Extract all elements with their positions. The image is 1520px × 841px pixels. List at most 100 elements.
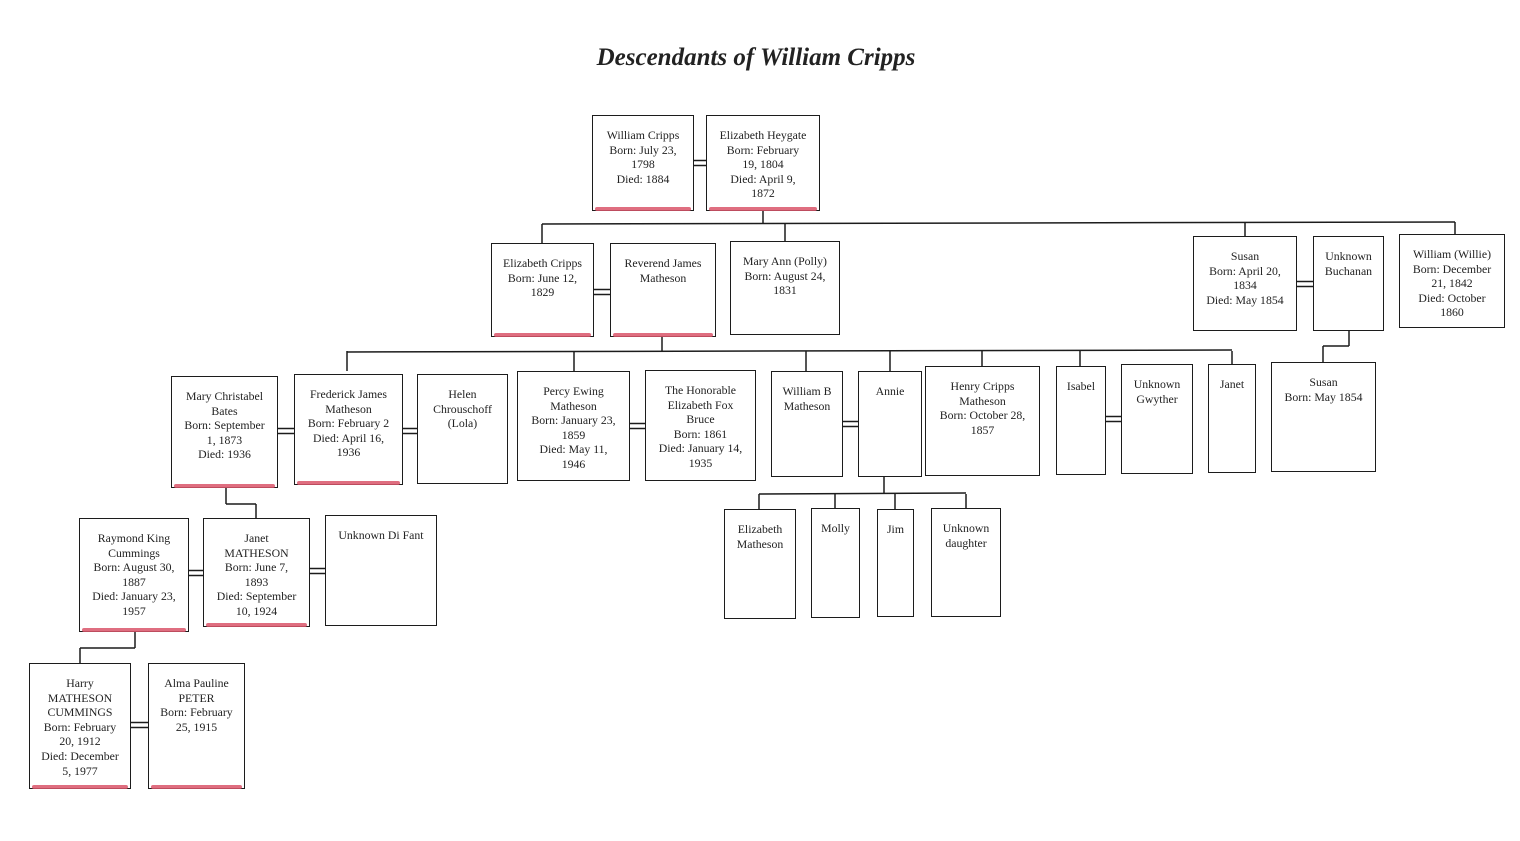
person-text-line: Reverend James: [624, 256, 702, 270]
person-text-line: Elizabeth Cripps: [503, 256, 582, 270]
person-text-line: Unknown: [942, 521, 990, 535]
person-text-line: Mary Christabel: [186, 389, 263, 403]
person-text-line: Born: June 12,: [507, 270, 578, 285]
person-text-line: Matheson: [959, 393, 1006, 408]
person-text-line: Matheson: [325, 401, 372, 416]
person-text-line: Born: September: [184, 418, 265, 433]
person-text-line: 20, 1912: [59, 734, 101, 749]
person-text-line: 5, 1977: [62, 763, 98, 778]
person-text-line: 1831: [773, 283, 797, 298]
person-box-janet-sibling[interactable]: Janet: [1208, 364, 1256, 473]
person-text-line: Susan: [1309, 375, 1338, 389]
connector-line: [758, 492, 967, 495]
person-text-line: Unknown: [1133, 377, 1181, 391]
person-text-line: MATHESON: [47, 690, 113, 705]
person-text-line: Died: October: [1418, 290, 1486, 305]
person-box-annie[interactable]: Annie: [858, 371, 922, 477]
person-text-line: Born: February: [726, 142, 800, 157]
person-text-line: William B: [782, 384, 832, 398]
person-text-line: Born: 1861: [673, 426, 728, 441]
person-text-line: 1859: [561, 427, 586, 442]
person-text-line: Born: February: [160, 705, 233, 720]
person-text-line: Elizabeth Fox: [667, 397, 734, 412]
person-box-unknown-di-fant[interactable]: Unknown Di Fant: [325, 515, 437, 626]
person-text-line: Born: July 23,: [609, 142, 677, 157]
person-text-line: 1935: [688, 455, 713, 470]
person-text-line: Henry Cripps: [950, 379, 1015, 393]
highlight-underline: [151, 785, 242, 789]
person-text-line: MATHESON: [224, 545, 289, 560]
person-text-line: Janet: [1219, 377, 1245, 391]
person-text-line: Born: February 2: [307, 416, 390, 431]
person-text-line: Susan: [1230, 249, 1260, 263]
person-box-molly[interactable]: Molly: [811, 508, 860, 618]
highlight-underline: [709, 207, 817, 211]
person-text-line: Died: January 23,: [92, 589, 176, 604]
highlight-underline: [595, 207, 691, 211]
person-text-line: Matheson: [736, 536, 784, 551]
person-text-line: 1798: [631, 157, 655, 172]
person-text-line: Died: May 11,: [539, 442, 608, 457]
person-text-line: Percy Ewing: [543, 384, 604, 398]
person-text-line: 21, 1842: [1431, 276, 1473, 291]
person-text-line: 1829: [530, 285, 555, 300]
person-box-mary-ann-polly[interactable]: Mary Ann (Polly)Born: August 24,1831: [730, 241, 840, 335]
person-text-line: The Honorable: [664, 383, 737, 397]
person-box-isabel[interactable]: Isabel: [1056, 366, 1106, 475]
person-text-line: Jim: [886, 522, 905, 536]
person-text-line: Died: April 9,: [730, 171, 796, 186]
person-text-line: 10, 1924: [235, 603, 278, 618]
person-text-line: Born: January 23,: [531, 413, 616, 428]
person-text-line: 1857: [970, 422, 995, 437]
person-text-line: Buchanan: [1324, 263, 1373, 278]
person-text-line: Born: August 30,: [93, 560, 175, 575]
person-text-line: 1957: [122, 603, 146, 618]
person-text-line: Born: May 1854: [1284, 389, 1363, 404]
highlight-underline: [494, 333, 591, 337]
person-text-line: Bates: [211, 403, 238, 418]
person-text-line: Helen: [448, 387, 477, 401]
person-text-line: daughter: [945, 535, 987, 550]
person-text-line: 19, 1804: [742, 157, 784, 172]
person-box-jim[interactable]: Jim: [877, 509, 914, 617]
person-text-line: Elizabeth Heygate: [719, 128, 807, 142]
person-text-line: 25, 1915: [175, 719, 218, 734]
person-text-line: Born: June 7,: [224, 560, 289, 575]
connector-line: [346, 349, 1233, 353]
person-text-line: Raymond King: [97, 531, 171, 545]
person-text-line: PETER: [178, 690, 215, 705]
person-text-line: Died: April 16,: [312, 430, 385, 445]
person-text-line: Born: October 28,: [939, 408, 1026, 423]
person-text-line: Bruce: [686, 412, 715, 427]
person-text-line: Matheson: [639, 270, 687, 285]
highlight-underline: [297, 481, 400, 485]
person-text-line: 1860: [1440, 305, 1464, 320]
person-text-line: William (Willie): [1413, 247, 1491, 261]
person-text-line: Born: February: [43, 719, 117, 734]
person-text-line: 1834: [1233, 278, 1257, 293]
person-text-line: Isabel: [1066, 379, 1096, 393]
person-text-line: Gwyther: [1136, 391, 1178, 406]
